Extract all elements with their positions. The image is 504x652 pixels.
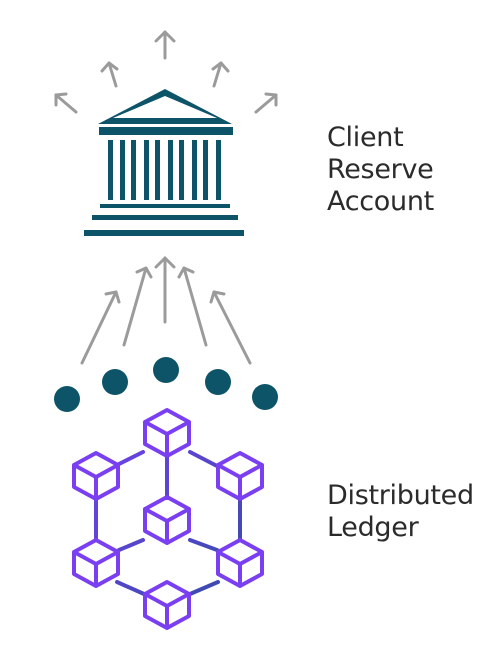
dot: [153, 357, 179, 383]
ledger-cube: [143, 580, 191, 630]
label-line: Client: [327, 122, 404, 153]
transaction-dots: [54, 357, 278, 412]
label-line: Reserve: [327, 154, 434, 185]
ledger-cube: [216, 538, 264, 588]
label-line: Ledger: [327, 512, 419, 543]
dot: [205, 369, 231, 395]
dot: [102, 369, 128, 395]
arrow-up-icon: [177, 266, 208, 347]
arrow-up-icon: [122, 266, 153, 347]
arrow-up-right-icon: [211, 61, 230, 88]
distributed-ledger-label: Distributed Ledger: [327, 480, 474, 544]
ledger-cube: [143, 495, 191, 545]
outflow-arrows: [54, 30, 278, 114]
inflow-arrows: [80, 256, 252, 365]
arrow-right-icon: [254, 92, 278, 114]
bank-building-icon: [84, 89, 244, 236]
ledger-cube: [72, 451, 120, 501]
arrow-up-icon: [80, 290, 121, 365]
ledger-cube: [216, 451, 264, 501]
arrow-up-icon: [154, 30, 176, 60]
arrow-left-icon: [54, 92, 78, 114]
arrow-up-icon: [209, 290, 252, 365]
ledger-connections: [94, 450, 242, 596]
ledger-cube: [143, 408, 191, 458]
blockchain-network-icon: [72, 408, 264, 630]
dot: [54, 386, 80, 412]
arrow-up-left-icon: [100, 61, 119, 88]
dot: [252, 384, 278, 410]
label-line: Distributed: [327, 480, 474, 511]
client-reserve-account-label: Client Reserve Account: [327, 122, 434, 218]
label-line: Account: [327, 186, 434, 217]
arrow-up-icon: [154, 256, 176, 324]
ledger-cube: [72, 538, 120, 588]
